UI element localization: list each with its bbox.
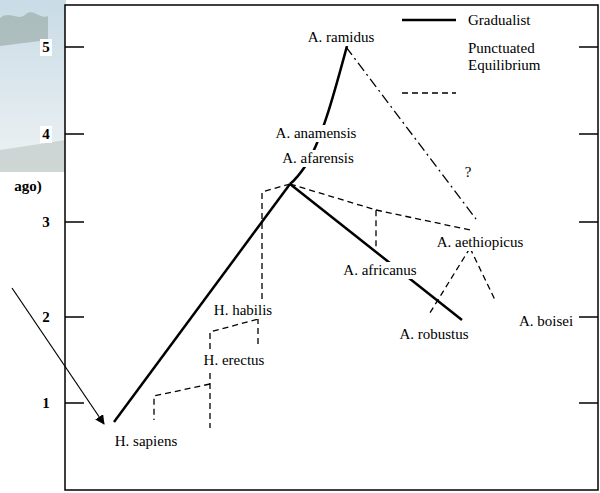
photo-fragment	[0, 0, 66, 172]
uncertainty-mark: ?	[463, 164, 474, 181]
species-name: A. boisei	[517, 313, 575, 330]
callout-arrow	[12, 288, 104, 424]
axis-ticks	[65, 47, 598, 403]
species-name: A. africanus	[341, 262, 418, 279]
plot-frame	[65, 5, 598, 490]
gradualist-lines	[114, 46, 462, 422]
species-name: A. afarensis	[280, 150, 356, 167]
species-name: A. anamensis	[274, 125, 359, 142]
legend-text: Punctuated Equilibrium	[466, 40, 562, 74]
punctuated-lines	[154, 184, 496, 428]
axis-number: 1	[40, 395, 52, 412]
axis-label: ago)	[12, 178, 44, 195]
species-name: H. habilis	[212, 302, 274, 319]
legend-solid-sample	[402, 19, 456, 22]
axis-number: 4	[40, 126, 52, 143]
species-name: A. ramidus	[306, 29, 377, 46]
species-name: A. robustus	[397, 326, 470, 343]
axis-number: 3	[40, 214, 52, 231]
legend-text: Gradualist	[466, 12, 532, 29]
axis-number: 5	[40, 39, 52, 56]
species-name: A. aethiopicus	[435, 234, 526, 251]
uncertain-line	[346, 47, 476, 219]
species-name: H. sapiens	[113, 433, 180, 450]
species-name: H. erectus	[202, 352, 267, 369]
axis-number: 2	[40, 309, 52, 326]
legend-dashed-sample	[402, 92, 456, 93]
